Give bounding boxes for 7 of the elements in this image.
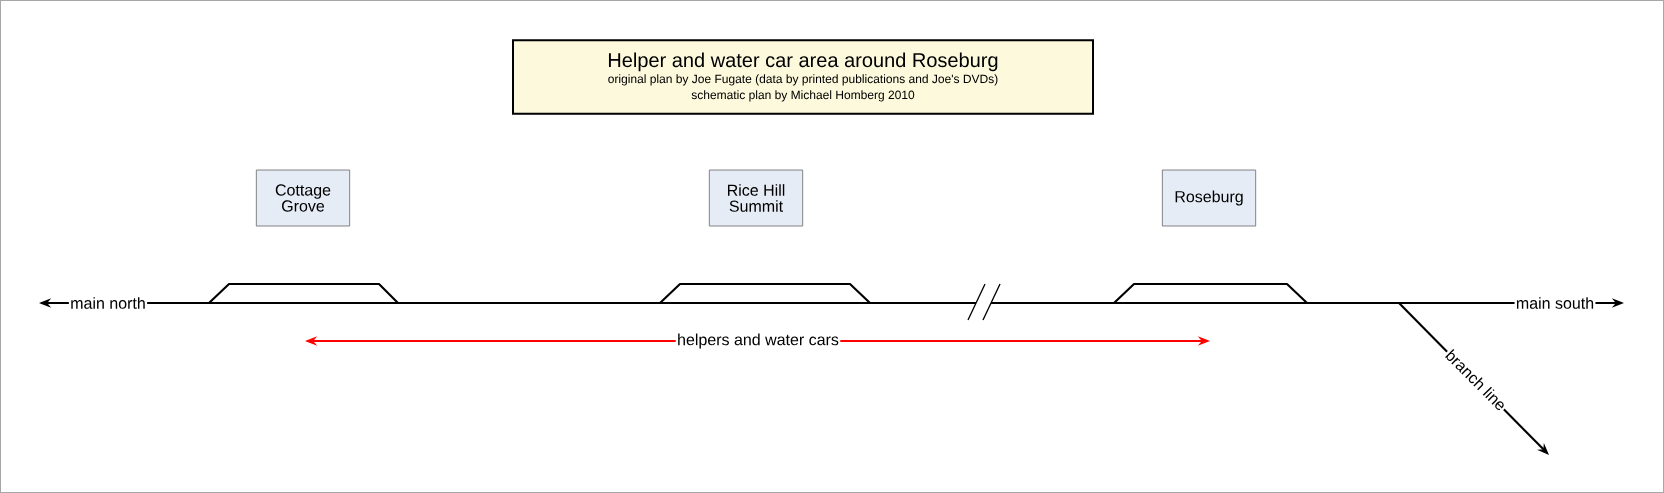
station-box: Roseburg: [1161, 169, 1257, 227]
track-label: main north: [68, 295, 148, 311]
track-label: main south: [1514, 295, 1596, 311]
station-box: Cottage Grove: [255, 169, 351, 227]
station-box: Rice Hill Summit: [708, 169, 804, 227]
arrow-label: helpers and water cars: [675, 332, 841, 350]
title-box: Helper and water car area around Roseburg original plan by Joe Fugate (data by printed publications and Joe's DVDs) schematic plan by Michael Homberg 2010: [512, 39, 1094, 115]
